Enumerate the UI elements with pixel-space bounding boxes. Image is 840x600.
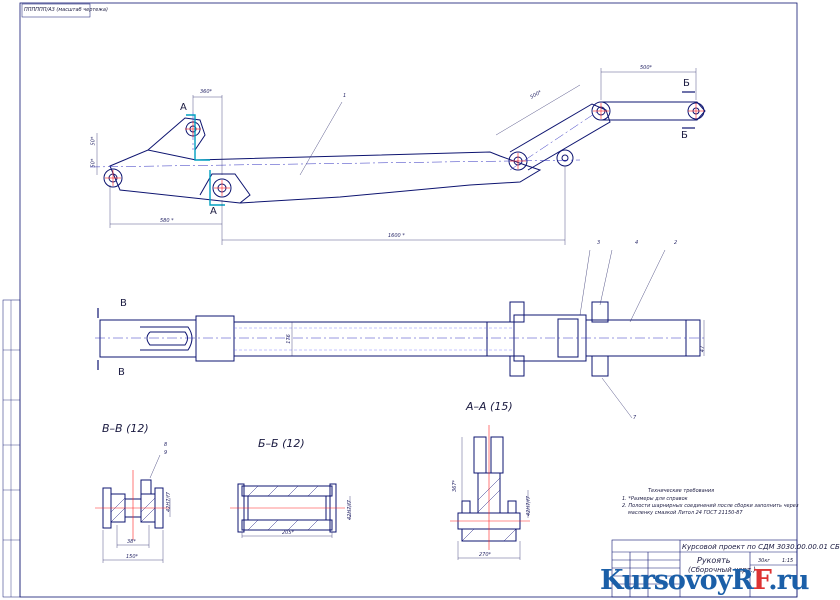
section-aa-axes xyxy=(450,425,530,550)
dim-580: 580 * xyxy=(160,218,174,224)
section-v-label-top: В xyxy=(120,298,127,309)
section-bb-hatch xyxy=(247,485,319,531)
dim-500-horizontal: 500* xyxy=(640,65,653,71)
section-bb-dims xyxy=(241,496,351,538)
part-name: Рукоять xyxy=(697,556,731,565)
notes-line-1: 1. *Размеры для справок xyxy=(622,496,688,502)
title-block xyxy=(611,539,798,598)
scale: 1:15 xyxy=(782,558,794,564)
plan-hidden-lines xyxy=(234,327,514,351)
dim-270: 270* xyxy=(479,552,492,558)
dimension-lines-main xyxy=(96,68,697,245)
dim-fit-vv: 42Н7/f7 xyxy=(166,492,172,512)
dim-176: 176 xyxy=(285,334,292,344)
dim-fit-aa: 42Н7/f7 xyxy=(526,496,532,516)
section-b-label-top: Б xyxy=(683,78,690,89)
section-vv-title: В–В (12) xyxy=(102,422,149,435)
dim-1600: 1600 * xyxy=(388,233,405,239)
part-name-sub: (Сборочный черт.) xyxy=(688,566,756,574)
doc-code: Курсовой проект по СДМ 3030.00.00.01 СБ xyxy=(682,543,840,551)
header-stamp: ПППППП/А3 (масштаб чертежа) xyxy=(24,7,108,13)
dim-38: 38* xyxy=(127,539,136,545)
section-aa-title: А–А (15) xyxy=(466,400,513,413)
position-2: 2 xyxy=(674,240,678,246)
dim-50-upper: 50* xyxy=(90,136,97,146)
position-4: 4 xyxy=(635,240,639,246)
dim-150: 150* xyxy=(126,554,139,560)
section-aa-dims xyxy=(457,437,529,560)
section-bb-title: Б–Б (12) xyxy=(258,437,305,450)
dim-205: 205* xyxy=(282,530,295,536)
notes-line-2: 2. Полости шарнирных соединений после сб… xyxy=(622,503,799,509)
section-vv-dims xyxy=(102,454,171,563)
section-b-cut xyxy=(682,91,695,129)
section-a-cut xyxy=(186,114,225,206)
mass: 30кг xyxy=(758,558,771,564)
arm-plan-view xyxy=(99,301,701,377)
section-vv-hatch xyxy=(110,497,156,523)
assembly-drawing xyxy=(2,2,798,598)
dim-360: 360* xyxy=(200,89,213,95)
section-b-label-bottom: Б xyxy=(681,130,688,141)
section-v-label-bottom: В xyxy=(118,367,125,378)
dim-367: 367* xyxy=(452,479,458,492)
section-a-label-top: A xyxy=(180,102,187,113)
position-9: 9 xyxy=(164,450,168,456)
watermark-logo: KursovoyRF.ru xyxy=(600,565,809,596)
section-aa-hatch xyxy=(461,477,517,542)
dim-fit-bb: 42Н7/f7 xyxy=(347,500,353,520)
arm-side-view xyxy=(103,101,706,204)
notes-title: Технические требования xyxy=(648,488,715,494)
section-vv-axes xyxy=(95,470,170,540)
dim-47: 47 xyxy=(700,345,707,353)
centre-marks xyxy=(105,103,704,196)
position-3: 3 xyxy=(597,240,601,246)
position-8: 8 xyxy=(164,442,168,448)
notes-line-3: масленку смазкой Литол 24 ГОСТ 21150-87 xyxy=(628,510,743,516)
dim-50-lower: 50* xyxy=(90,158,97,168)
plan-dimension-lines xyxy=(291,101,705,419)
position-7: 7 xyxy=(633,415,637,421)
section-a-label-bottom: A xyxy=(210,206,217,217)
sheet-frame xyxy=(2,2,798,598)
position-1: 1 xyxy=(343,93,347,99)
